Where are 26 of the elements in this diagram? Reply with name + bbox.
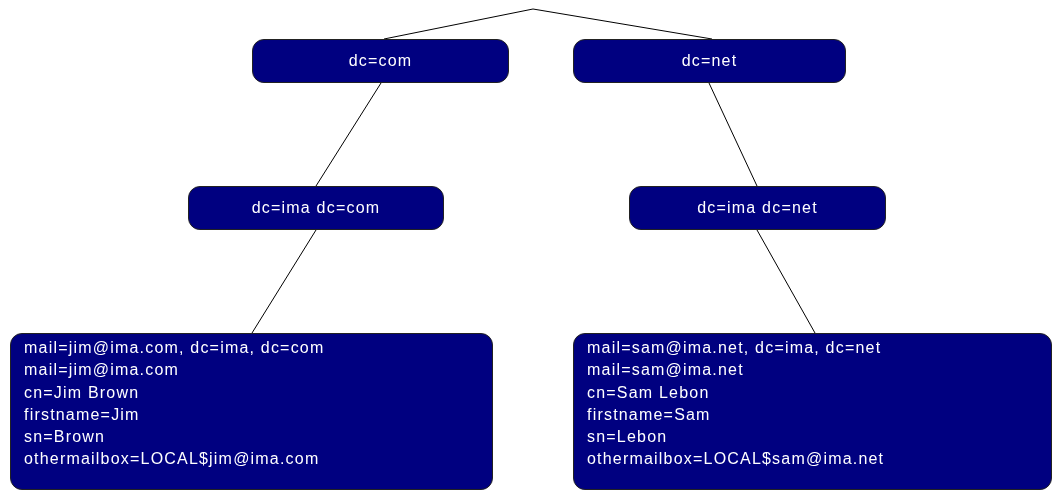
node-box: [188, 186, 444, 230]
node-label: dc=ima dc=com: [251, 199, 381, 217]
attribute-text: mail=jim@ima.com: [24, 360, 180, 381]
node-label: dc=ima dc=net: [697, 199, 818, 217]
attribute-text: mail=jim@ima.com, dc=ima, dc=com: [24, 338, 326, 358]
node-box: [573, 39, 846, 83]
node-box: [252, 39, 509, 83]
connector-line: [251, 229, 317, 334]
node-box: [629, 186, 886, 230]
attribute-text: cn=Jim Brown: [24, 382, 141, 403]
attribute-text: mail=sam@ima.net, dc=ima, dc=net: [587, 338, 883, 358]
attribute-text: sn=Lebon: [587, 427, 669, 448]
attribute-text: firstname=Sam: [587, 404, 712, 425]
entry-box: [573, 333, 1052, 490]
attribute-text: mail=sam@ima.net: [587, 360, 745, 381]
entry-box: [10, 333, 493, 490]
node-label: dc=net: [681, 52, 738, 70]
attribute-text: othermailbox=LOCAL$sam@ima.net: [587, 449, 886, 470]
node-label: dc=com: [348, 52, 413, 70]
attribute-text: cn=Sam Lebon: [587, 382, 711, 403]
connector-line: [708, 82, 758, 187]
connector-line: [756, 229, 816, 334]
attribute-text: firstname=Jim: [24, 404, 141, 425]
connector-line: [315, 82, 382, 187]
attribute-text: sn=Brown: [24, 427, 107, 448]
attribute-text: othermailbox=LOCAL$jim@ima.com: [24, 449, 321, 470]
